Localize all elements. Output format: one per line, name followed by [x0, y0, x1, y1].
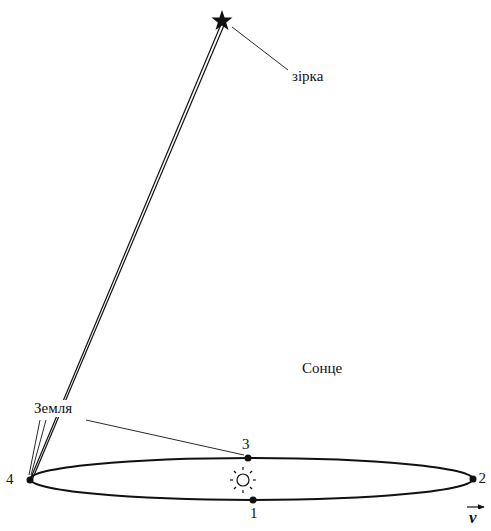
orbit-point: [245, 455, 252, 462]
leader-line: [232, 27, 288, 70]
sight-line: [30, 22, 222, 480]
point-number: 2: [477, 470, 489, 487]
earth-label: Земля: [32, 400, 74, 417]
star-symbol: [212, 10, 233, 30]
star-label: зірка: [290, 68, 325, 85]
point-number: 1: [248, 505, 260, 522]
orbit-point: [250, 497, 257, 504]
velocity-label: v: [467, 509, 479, 526]
orbit-point: [27, 477, 34, 484]
sight-line: [32, 23, 225, 480]
orbit-point: [470, 476, 477, 483]
leader-line: [86, 420, 244, 455]
leader-line: [31, 420, 46, 475]
point-number: 4: [4, 471, 16, 488]
point-number: 3: [240, 436, 252, 453]
orbit-ellipse: [30, 458, 473, 500]
vector-arrow: [467, 506, 484, 507]
sun-label: Сонце: [300, 360, 344, 377]
sun-symbol: [230, 467, 256, 493]
